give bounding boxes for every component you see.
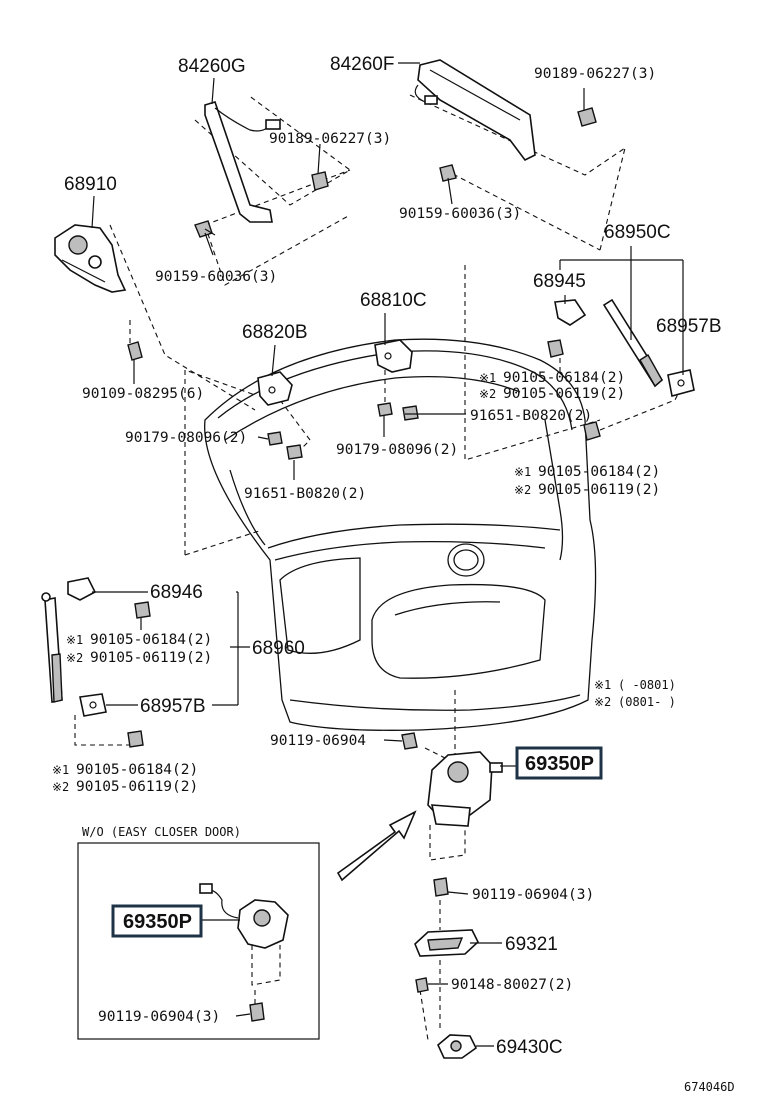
label-90105-b2: 90105-06119(2)	[538, 482, 660, 498]
bracket-68957b-top	[667, 369, 695, 397]
mark-2: ※2	[479, 387, 496, 401]
range-mark-2: ※2	[594, 695, 611, 709]
inset-arrow	[336, 810, 417, 882]
label-68946: 68946	[150, 582, 203, 603]
label-90159-right: 90159-60036(3)	[399, 206, 521, 222]
label-90119-inset: 90119-06904(3)	[98, 1009, 220, 1025]
label-84260f: 84260F	[330, 54, 394, 75]
clip-90189-right	[577, 107, 597, 127]
label-90189-right: 90189-06227(3)	[534, 66, 656, 82]
bolt-91651-left	[286, 444, 303, 460]
label-90105-d2: 90105-06119(2)	[76, 779, 198, 795]
leader-lines	[91, 62, 684, 1047]
bolt-90109	[127, 341, 143, 361]
label-68810c: 68810C	[360, 290, 427, 311]
screw-90148	[415, 977, 429, 993]
bolt-90105-left-upper	[134, 601, 151, 619]
label-90105-a2: 90105-06119(2)	[503, 386, 625, 402]
label-91651-right: 91651-B0820(2)	[470, 408, 592, 424]
label-90119-mid: 90119-06904(3)	[472, 887, 594, 903]
stay-68960	[41, 592, 63, 703]
inset-title: W/O (EASY CLOSER DOOR)	[82, 825, 241, 839]
bolt-90105-top	[547, 339, 564, 358]
mark-1: ※1	[52, 763, 69, 777]
diagram-id: 674046D	[684, 1080, 735, 1094]
label-68910: 68910	[64, 174, 117, 195]
bolt-90159-right	[439, 164, 457, 182]
label-69350p-main: 69350P	[525, 753, 594, 775]
label-69350p-inset: 69350P	[123, 911, 192, 933]
label-68957b-bottom: 68957B	[140, 696, 206, 717]
bolt-91651-right	[402, 405, 419, 421]
label-90119-top: 90119-06904	[270, 733, 366, 749]
lock-69350p-main	[427, 751, 503, 827]
highlight-box-inset	[111, 904, 203, 938]
label-68950c: 68950C	[604, 222, 671, 243]
label-90189-left: 90189-06227(3)	[269, 131, 391, 147]
label-68945: 68945	[533, 271, 586, 292]
label-90179-right: 90179-08096(2)	[336, 442, 458, 458]
harness-84260f	[414, 59, 536, 162]
bracket-68946	[67, 577, 97, 601]
assembly-lines	[74, 94, 681, 1041]
mark-1: ※1	[514, 465, 531, 479]
label-69321: 69321	[505, 934, 558, 955]
striker-69430c	[437, 1034, 478, 1059]
nut-90179-right	[377, 402, 393, 417]
stay-68950c	[602, 298, 664, 388]
label-90109: 90109-08295(6)	[82, 386, 204, 402]
label-90105-c2: 90105-06119(2)	[90, 650, 212, 666]
nut-90179-left	[267, 431, 283, 446]
bolt-90119-mid	[433, 877, 449, 897]
range-note-1: ( -0801)	[618, 678, 676, 692]
cover-69321	[414, 929, 479, 957]
hinge-68810c	[374, 339, 413, 373]
label-90148: 90148-80027(2)	[451, 977, 573, 993]
bolt-90119-top	[401, 732, 418, 750]
range-note-2: (0801- )	[618, 695, 676, 709]
bracket-68945	[554, 299, 587, 326]
mark-2: ※2	[52, 780, 69, 794]
bolt-90105-mid	[583, 421, 601, 441]
highlight-box-main	[515, 746, 603, 780]
label-68960: 68960	[252, 638, 305, 659]
bolt-90105-left-lower	[127, 730, 144, 748]
bolt-90119-inset	[249, 1002, 265, 1022]
mark-1: ※1	[66, 633, 83, 647]
label-91651-left: 91651-B0820(2)	[244, 486, 366, 502]
label-90105-a1: 90105-06184(2)	[503, 370, 625, 386]
label-90159-left: 90159-60036(3)	[155, 269, 277, 285]
harness-84260g	[204, 101, 281, 223]
lock-69350p-inset	[199, 883, 289, 949]
mark-2: ※2	[66, 651, 83, 665]
label-90105-b1: 90105-06184(2)	[538, 464, 660, 480]
label-68957b-top: 68957B	[656, 316, 722, 337]
inset-frame	[77, 842, 320, 1040]
range-mark-1: ※1	[594, 678, 611, 692]
mark-2: ※2	[514, 483, 531, 497]
label-69430c: 69430C	[496, 1037, 563, 1058]
label-90179-left: 90179-08096(2)	[125, 430, 247, 446]
label-84260g: 84260G	[178, 56, 246, 77]
label-90105-c1: 90105-06184(2)	[90, 632, 212, 648]
clip-90189-left	[311, 171, 329, 191]
hinge-68820b	[257, 371, 293, 406]
bolt-90159-left	[194, 220, 216, 238]
mark-1: ※1	[479, 371, 496, 385]
bracket-68957b-bottom	[79, 693, 107, 717]
label-90105-d1: 90105-06184(2)	[76, 762, 198, 778]
label-68820b: 68820B	[242, 322, 308, 343]
